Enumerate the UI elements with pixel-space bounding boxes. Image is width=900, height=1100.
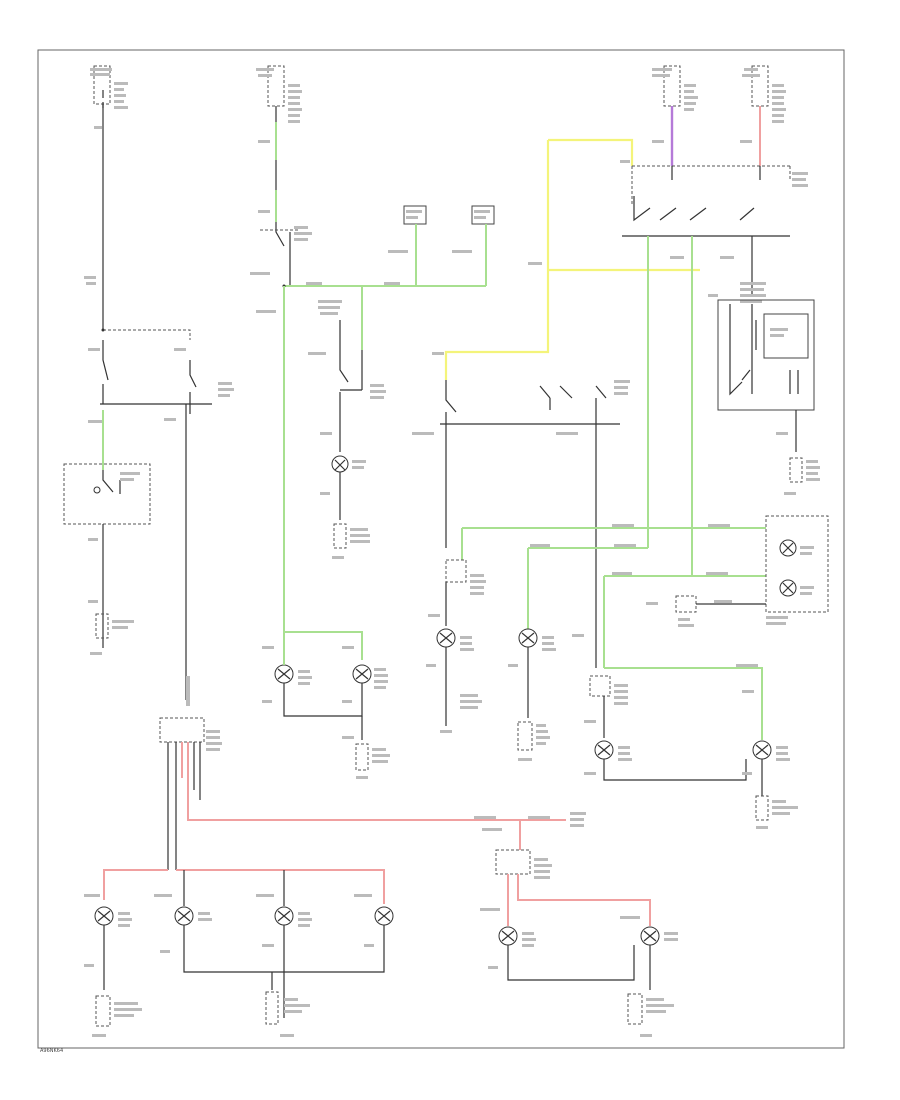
ground-g404 bbox=[627, 993, 674, 1037]
ground-g302 bbox=[332, 523, 370, 559]
left-stop-lamp-rear bbox=[274, 906, 312, 927]
left-stop-lamp bbox=[274, 664, 312, 685]
turn-flasher-relay bbox=[708, 282, 815, 411]
diagram-code: A96NK64 bbox=[40, 1048, 63, 1054]
left-rear-turn-lamp bbox=[94, 906, 132, 927]
wire-yellow bbox=[444, 138, 700, 380]
hot-at-all-times-fuse-right bbox=[652, 65, 698, 111]
dimmer-relay bbox=[646, 595, 732, 627]
rear-light-connector bbox=[159, 717, 520, 870]
brake-switch bbox=[260, 222, 312, 250]
hot-at-all-times-fuse-left bbox=[90, 65, 128, 109]
right-stop-lamp-rear bbox=[364, 906, 394, 947]
hot-in-on-fuse-right bbox=[742, 65, 786, 123]
turn-signal-switch bbox=[412, 352, 630, 435]
diagram-border bbox=[37, 49, 845, 1049]
right-rear-connector bbox=[482, 820, 552, 879]
hazard-switch bbox=[620, 160, 808, 237]
hot-in-on-fuse-center bbox=[256, 65, 302, 123]
right-tail-lamp bbox=[640, 926, 678, 946]
right-side-marker-lamp bbox=[752, 740, 790, 761]
ground-g201 bbox=[90, 613, 134, 655]
brake-connector-right bbox=[452, 205, 495, 286]
left-tail-lamp bbox=[174, 906, 212, 926]
right-rear-turn-lamp bbox=[498, 926, 536, 947]
ground-g304 bbox=[265, 991, 310, 1037]
right-front-turn-connector bbox=[589, 675, 628, 705]
brake-fluid-connector bbox=[388, 205, 427, 286]
left-front-turn-connector bbox=[445, 559, 486, 595]
parking-brake-switch bbox=[308, 300, 386, 399]
ground-g103 bbox=[755, 795, 798, 829]
ground-g301 bbox=[92, 995, 142, 1037]
ground-g102 bbox=[517, 721, 550, 761]
relay-switch-left bbox=[93, 470, 140, 494]
right-front-turn-lamp bbox=[594, 740, 632, 761]
left-front-turn-lamp bbox=[436, 628, 474, 651]
brake-warning-lamp bbox=[331, 455, 366, 473]
relay-box-left bbox=[63, 463, 151, 525]
left-side-marker-lamp bbox=[518, 628, 556, 651]
instrument-cluster bbox=[765, 515, 829, 625]
high-mount-stop-lamp bbox=[352, 664, 388, 689]
dash-connector-left bbox=[103, 329, 191, 340]
ground-g303 bbox=[342, 736, 390, 779]
ground-g402 bbox=[784, 457, 820, 495]
light-switch-contacts bbox=[88, 340, 234, 421]
